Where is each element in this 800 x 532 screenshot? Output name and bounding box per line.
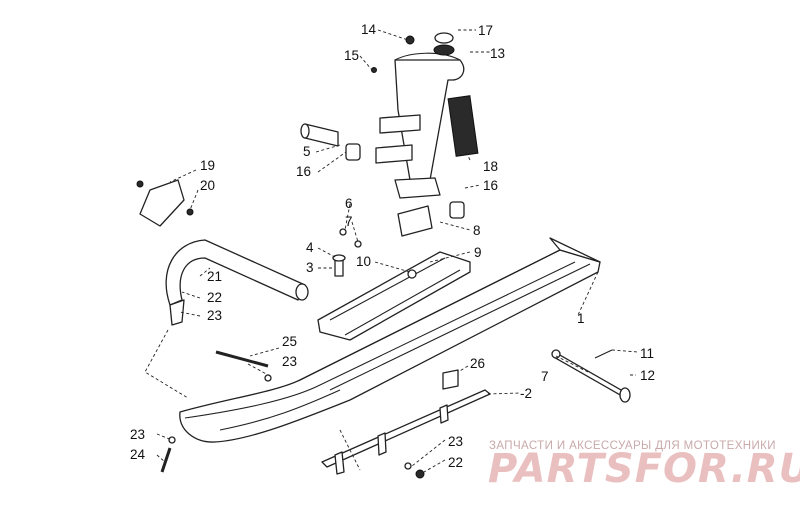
ski — [179, 237, 601, 443]
callout-14: 14 — [361, 22, 377, 37]
spindle — [375, 52, 465, 199]
callout-10: 10 — [356, 254, 371, 269]
callout-12: 12 — [640, 368, 655, 383]
bolt-24 — [160, 436, 176, 473]
watermark-logo: PARTSFOR.RU — [488, 446, 800, 492]
callout-15: 15 — [344, 48, 359, 63]
bushing-sleeve-left — [345, 143, 361, 161]
callout-11: 11 — [640, 346, 654, 361]
callout-13: 13 — [490, 46, 505, 61]
callout-3: 3 — [306, 260, 314, 275]
callout-22a: 22 — [207, 290, 222, 305]
loop-bracket — [136, 179, 194, 227]
callout-16a: 16 — [296, 164, 311, 179]
callout-17: 17 — [478, 23, 493, 38]
callout-9: 9 — [474, 245, 482, 260]
callout-labels: 1 -2 3 4 5 6 7 7 8 9 10 11 12 13 14 15 1… — [130, 22, 655, 470]
callout-21: 21 — [207, 269, 222, 284]
callout-7b: 7 — [541, 369, 549, 384]
ski-loop — [165, 239, 309, 326]
washer-7 — [354, 240, 362, 248]
callout-5: 5 — [303, 144, 311, 159]
washer-23 — [404, 462, 412, 470]
spindle-cap — [433, 32, 455, 56]
callout-2: -2 — [520, 386, 532, 401]
callout-22b: 22 — [448, 455, 463, 470]
callout-6: 6 — [345, 196, 353, 211]
callout-7a: 7 — [345, 214, 353, 229]
callout-4: 4 — [306, 240, 314, 255]
callout-23b: 23 — [282, 354, 297, 369]
svg-text:PARTSFOR.RU: PARTSFOR.RU — [488, 446, 800, 492]
nut-22 — [415, 469, 425, 479]
callout-23d: 23 — [448, 434, 463, 449]
bushing — [300, 123, 339, 147]
wear-bar — [321, 369, 491, 475]
callout-23a: 23 — [207, 308, 222, 323]
callout-23c: 23 — [130, 427, 145, 442]
callout-25: 25 — [282, 334, 297, 349]
stop-bracket — [397, 205, 433, 237]
callout-16b: 16 — [483, 178, 498, 193]
decal — [447, 95, 479, 157]
axle-bolt — [551, 349, 631, 403]
callout-18: 18 — [483, 159, 498, 174]
ski-saddle — [317, 251, 471, 341]
small-hardware-top — [371, 35, 415, 73]
leader-lines — [144, 29, 639, 473]
callout-26: 26 — [470, 356, 485, 371]
bolt-3 — [332, 254, 346, 277]
callout-20: 20 — [200, 178, 215, 193]
callout-1: 1 — [577, 311, 585, 326]
callout-8: 8 — [473, 223, 481, 238]
bushing-sleeve-right — [449, 201, 465, 219]
watermark-tagline: ЗАПЧАСТИ И АКСЕССУАРЫ ДЛЯ МОТОТЕХНИКИ — [489, 440, 776, 452]
nut-6 — [339, 228, 347, 236]
callout-24: 24 — [130, 447, 146, 462]
callout-19: 19 — [200, 158, 215, 173]
bolt-25 — [215, 350, 272, 382]
